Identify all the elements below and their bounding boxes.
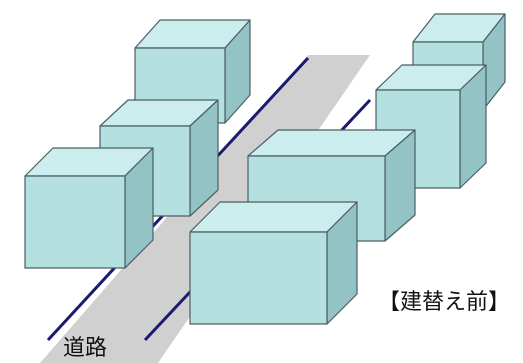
building-front-left-front: [24, 175, 126, 269]
building-front-center: [189, 201, 358, 325]
building-front-center-front: [189, 231, 328, 325]
road-label: 道路: [63, 336, 108, 361]
building-middle-right: [375, 64, 487, 189]
building-front-left: [24, 147, 154, 269]
before-rebuild-label: 【建替え前】: [378, 290, 511, 315]
